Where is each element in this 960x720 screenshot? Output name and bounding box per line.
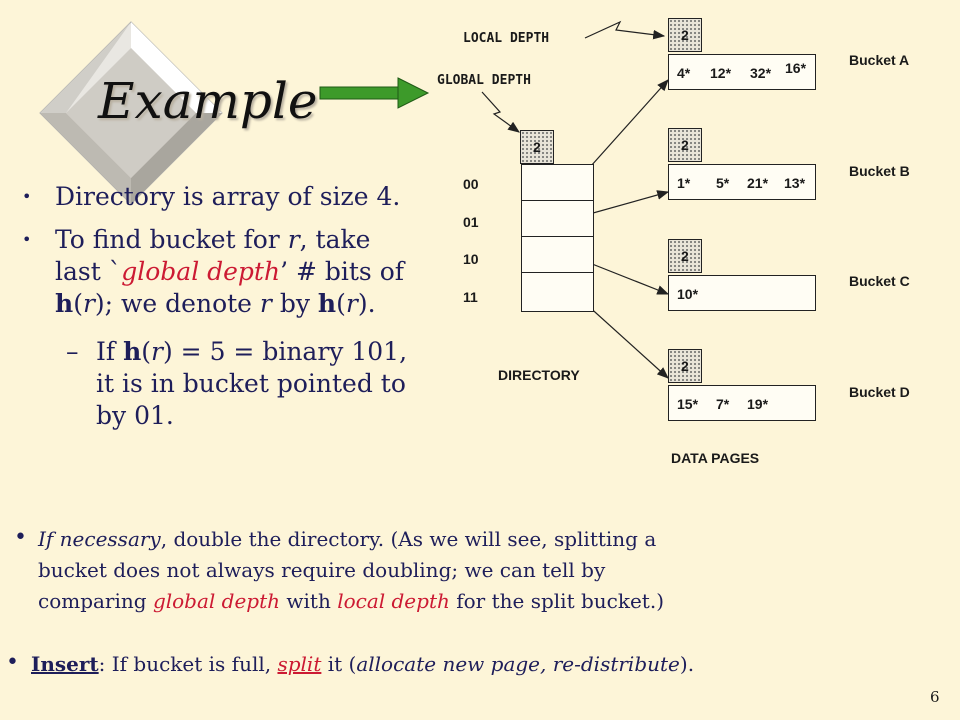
bullet-dot: • (22, 187, 32, 206)
bucket-d-label: Bucket D (849, 384, 910, 400)
global-depth-box: 2 (520, 130, 554, 164)
bucket-d-entry: 19* (747, 396, 769, 412)
bullet-dot: • (14, 525, 27, 550)
green-arrow-icon (319, 77, 430, 109)
data-pages-label: DATA PAGES (671, 450, 760, 466)
bucket-a-page (668, 54, 816, 90)
bucket-b-page (668, 164, 816, 200)
bucket-c-label: Bucket C (849, 273, 910, 289)
slide-title: Example (98, 72, 318, 130)
bullet-dot: • (22, 230, 32, 249)
directory-entry-10: 10 (463, 251, 479, 267)
bucket-c-page (668, 275, 816, 311)
directory-cell-01 (521, 200, 594, 237)
bucket-a-label: Bucket A (849, 52, 910, 68)
directory-cell-00 (521, 164, 594, 201)
bucket-b-label: Bucket B (849, 163, 910, 179)
bucket-b-depth: 2 (668, 128, 702, 162)
bucket-c-depth: 2 (668, 239, 702, 273)
bucket-b-entry: 5* (716, 175, 730, 191)
local-depth-label: LOCAL DEPTH (463, 31, 550, 46)
directory-label: DIRECTORY (498, 367, 580, 383)
directory-entry-00: 00 (463, 176, 479, 192)
bucket-d-entry: 7* (716, 396, 730, 412)
bucket-a-entry: 12* (710, 65, 732, 81)
bucket-b-entry: 13* (784, 175, 806, 191)
page-number: 6 (930, 688, 940, 706)
bucket-b-entry: 21* (747, 175, 769, 191)
bullet-dot: • (6, 650, 19, 675)
diamond-logo (39, 21, 223, 205)
bucket-d-entry: 15* (677, 396, 699, 412)
bucket-d-depth: 2 (668, 349, 702, 383)
bucket-a-entry: 32* (750, 65, 772, 81)
global-depth-pointer (481, 91, 520, 133)
bucket-a-entry: 16* (785, 60, 807, 76)
bucket-a-entry: 4* (677, 65, 691, 81)
directory-entry-01: 01 (463, 214, 479, 230)
bucket-a-depth: 2 (668, 18, 702, 52)
directory-entry-11: 11 (463, 289, 478, 305)
local-depth-pointer (584, 20, 666, 40)
global-depth-label: GLOBAL DEPTH (437, 73, 531, 88)
bucket-c-entry: 10* (677, 286, 699, 302)
directory-cell-10 (521, 236, 594, 273)
directory-cell-11 (521, 272, 594, 312)
bucket-b-entry: 1* (677, 175, 691, 191)
bucket-d-page (668, 385, 816, 421)
